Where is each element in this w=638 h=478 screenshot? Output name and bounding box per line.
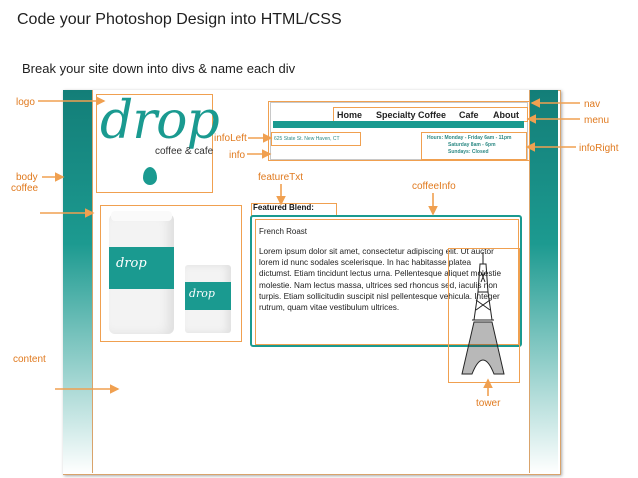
- nav-item-specialty-coffee[interactable]: Specialty Coffee: [376, 110, 447, 120]
- droplet-icon: [143, 167, 157, 185]
- coffee-jar-lid: [111, 211, 172, 221]
- cup-logo: drop: [189, 287, 215, 300]
- slide-title: Code your Photoshop Design into HTML/CSS: [17, 11, 342, 28]
- label-info: info: [229, 150, 246, 161]
- label-nav: nav: [584, 99, 601, 110]
- nav-div: [270, 102, 528, 160]
- label-menu: menu: [584, 115, 610, 126]
- coffee-cup-band: [185, 282, 231, 310]
- label-logo: logo: [16, 97, 35, 108]
- coffee-info-div: [250, 215, 522, 347]
- hours-line-1: Hours: Monday - Friday 6am - 11pm: [427, 135, 512, 141]
- label-feature-txt: featureTxt: [258, 172, 304, 183]
- nav-accent-bar: [273, 121, 524, 128]
- label-tower: tower: [476, 398, 501, 409]
- eiffel-tower-icon: [461, 252, 505, 375]
- left-gradient-stripe: [63, 90, 92, 474]
- label-coffee: coffee: [11, 183, 39, 194]
- label-content: content: [13, 354, 46, 365]
- logo-tagline: coffee & cafe: [155, 146, 214, 157]
- label-info-left: infoLeft: [214, 133, 247, 144]
- coffee-info-outline: [255, 219, 519, 345]
- label-info-right: infoRight: [579, 143, 619, 154]
- jar-logo: drop: [116, 256, 147, 271]
- slide-subtitle: Break your site down into divs & name ea…: [22, 61, 296, 76]
- featured-label: Featured Blend:: [253, 203, 314, 212]
- nav-item-about[interactable]: About: [493, 110, 519, 120]
- address-text: 625 State St. New Haven, CT: [274, 136, 340, 142]
- featured-body: Lorem ipsum dolor sit amet, consectetur …: [259, 247, 502, 313]
- coffee-jar-label: [109, 247, 174, 289]
- nav-item-cafe[interactable]: Cafe: [459, 110, 479, 120]
- logo-wordmark: drop: [100, 91, 220, 151]
- right-gradient-stripe: [528, 90, 558, 474]
- nav-div-outline: [268, 101, 530, 161]
- hours-line-3: Sundays: Closed: [448, 149, 489, 155]
- hours-line-2: Saturday 8am - 6pm: [448, 142, 496, 148]
- nav-item-home[interactable]: Home: [337, 110, 363, 120]
- coffee-div: [100, 205, 242, 342]
- logo-div-outline: [96, 94, 213, 193]
- label-body: body: [16, 172, 38, 183]
- label-coffee-info: coffeeInfo: [412, 181, 456, 192]
- featured-title: French Roast: [259, 227, 308, 236]
